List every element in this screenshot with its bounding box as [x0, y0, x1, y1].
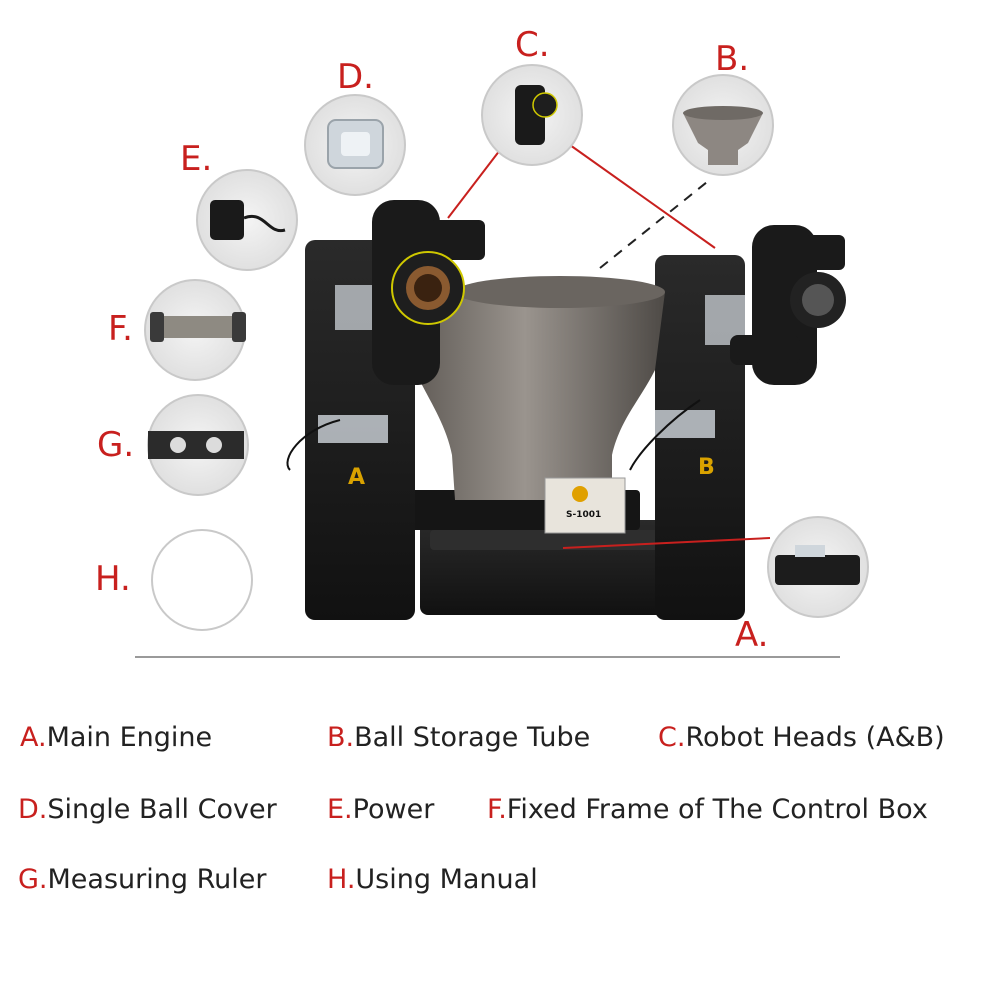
part-circle-a [767, 516, 869, 618]
part-circle-b [672, 74, 774, 176]
legend-text: Fixed Frame of The Control Box [506, 794, 928, 825]
callout-letter-h: H. [95, 559, 131, 599]
callout-letter-a: A. [735, 615, 769, 655]
legend-item-f: F.Fixed Frame of The Control Box [487, 796, 928, 823]
legend-key: B. [327, 722, 355, 753]
legend-key: A. [20, 722, 47, 753]
legend-item-g: G.Measuring Ruler [18, 866, 266, 893]
part-circle-h [151, 529, 253, 631]
legend-text: Power [352, 794, 435, 825]
legend-text: Main Engine [46, 722, 213, 753]
legend-text: Ball Storage Tube [354, 722, 591, 753]
model-label: S-1001 [566, 510, 602, 520]
legend-item-a: A.Main Engine [20, 724, 212, 751]
legend-item-b: B.Ball Storage Tube [327, 724, 590, 751]
part-circle-e [196, 169, 298, 271]
callout-line-c-left [447, 149, 501, 219]
robot-column-right [655, 255, 745, 620]
legend-item-d: D.Single Ball Cover [18, 796, 277, 823]
callout-letter-c: C. [515, 25, 550, 65]
cable-right [629, 399, 701, 471]
legend-key: H. [327, 864, 356, 895]
legend-text: Single Ball Cover [47, 794, 277, 825]
robot-head-right [730, 225, 846, 385]
legend-key: E. [327, 794, 353, 825]
cable-left [286, 419, 341, 471]
legend-key: C. [658, 722, 686, 753]
part-circle-f [144, 279, 246, 381]
part-circle-g [147, 394, 249, 496]
callout-line-b [599, 177, 713, 269]
legend-key: G. [18, 864, 48, 895]
legend-text: Robot Heads (A&B) [685, 722, 945, 753]
callout-letter-d: D. [337, 57, 374, 97]
legend-text: Using Manual [355, 864, 538, 895]
callout-letter-f: F. [108, 309, 133, 349]
callout-line-a [562, 537, 771, 549]
callout-line-c-right [569, 144, 716, 249]
legend-key: F. [487, 794, 507, 825]
side-mark-a: A [348, 465, 366, 490]
ball-storage-bowl [410, 276, 665, 534]
legend-key: D. [18, 794, 48, 825]
legend-item-e: E.Power [327, 796, 434, 823]
callout-letter-e: E. [180, 139, 213, 179]
part-circle-d [304, 94, 406, 196]
robot-head-left [372, 200, 485, 385]
callout-letter-b: B. [715, 39, 750, 79]
legend-text: Measuring Ruler [47, 864, 267, 895]
callout-letter-g: G. [97, 425, 135, 465]
part-circle-c [481, 64, 583, 166]
legend-item-h: H.Using Manual [327, 866, 538, 893]
side-mark-b: B [698, 455, 715, 480]
legend-item-c: C.Robot Heads (A&B) [658, 724, 945, 751]
